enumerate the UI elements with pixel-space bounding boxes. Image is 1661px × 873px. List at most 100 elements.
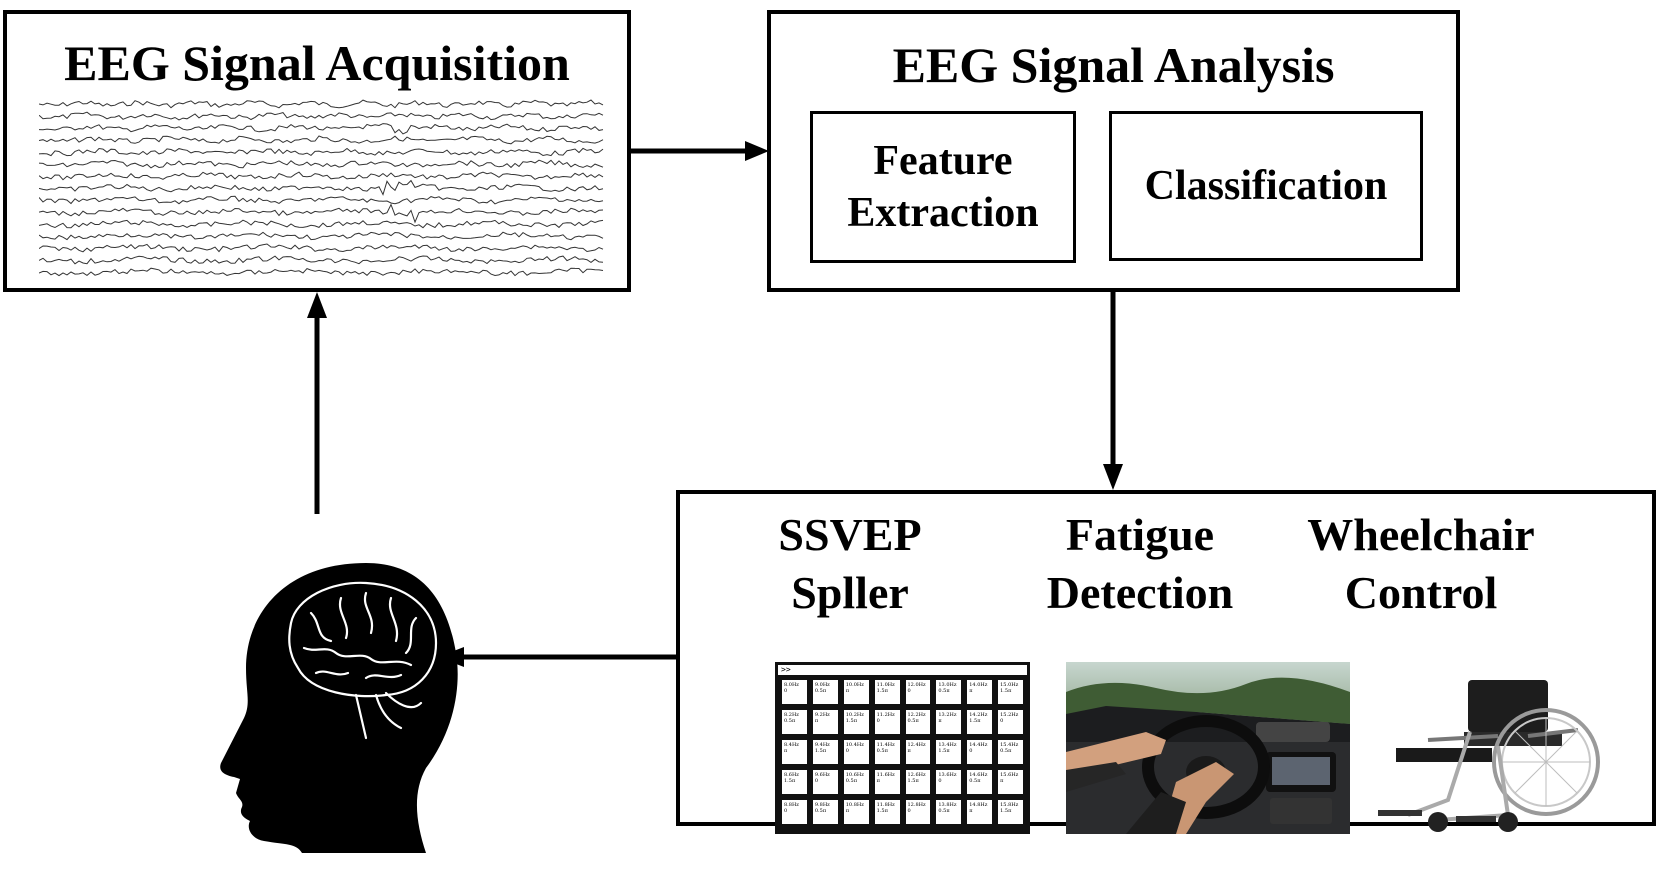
speller-cell-frequency: 12.8Hz: [907, 802, 926, 808]
speller-cell-frequency: 10.0Hz: [845, 682, 864, 688]
eeg-trace: [39, 123, 604, 135]
speller-cell-phase: 1.5π: [876, 688, 888, 694]
speller-cell-frequency: 14.2Hz: [969, 712, 988, 718]
speller-cell-frequency: 10.2Hz: [845, 712, 864, 718]
app-wheelchair-line1: Wheelchair: [1307, 509, 1535, 560]
speller-cell-phase: 0: [938, 778, 942, 784]
speller-cell-frequency: 11.4Hz: [876, 742, 895, 748]
speller-cell-frequency: 9.6Hz: [814, 772, 830, 778]
speller-cell-frequency: 8.2Hz: [784, 712, 799, 718]
speller-cell-phase: 0: [969, 748, 973, 754]
speller-cell-frequency: 13.0Hz: [938, 682, 957, 688]
arrow-applications-to-head: [438, 647, 678, 667]
eeg-trace: [39, 267, 604, 277]
speller-cell-phase: 0: [876, 718, 880, 724]
speller-cell-phase: π: [845, 688, 850, 694]
speller-cell-phase: 1.5π: [907, 778, 919, 784]
speller-cell-frequency: 8.4Hz: [784, 742, 799, 748]
eeg-trace: [39, 159, 604, 169]
speller-cell-phase: 1.5π: [1000, 808, 1012, 814]
eeg-trace: [39, 219, 604, 229]
speller-cell-phase: π: [1000, 778, 1004, 784]
eeg-trace: [39, 171, 604, 181]
speller-cell-frequency: 15.6Hz: [1000, 772, 1019, 778]
speller-cell-phase: π: [784, 748, 788, 754]
speller-cell-phase: 0.5π: [845, 778, 857, 784]
speller-cell-frequency: 14.0Hz: [969, 682, 988, 688]
speller-cell-frequency: 14.4Hz: [969, 742, 988, 748]
feature-label-line1: Feature: [873, 137, 1013, 184]
classification-box: Classification: [1109, 111, 1423, 261]
speller-cell-frequency: 8.8Hz: [784, 802, 799, 808]
eeg-waveform-icon: [39, 99, 604, 277]
eeg-trace: [39, 179, 604, 196]
speller-cell-phase: π: [938, 718, 942, 724]
head-brain-icon: [220, 563, 458, 853]
speller-cell-frequency: 15.8Hz: [1000, 802, 1019, 808]
speller-cell-frequency: 12.6Hz: [907, 772, 926, 778]
speller-cell-frequency: 11.8Hz: [876, 802, 895, 808]
speller-cell-frequency: 13.8Hz: [938, 802, 957, 808]
speller-cell-frequency: 11.0Hz: [876, 682, 895, 688]
acquisition-title: EEG Signal Acquisition: [64, 35, 570, 91]
app-fatigue-line1: Fatigue: [1065, 509, 1215, 560]
speller-cell-phase: 0.5π: [784, 718, 796, 724]
speller-cell-phase: π: [845, 808, 850, 814]
speller-cell-phase: 0.5π: [876, 748, 888, 754]
speller-cell-phase: 0: [845, 748, 849, 754]
speller-cell-frequency: 8.0Hz: [784, 682, 799, 688]
speller-cell-phase: π: [814, 718, 819, 724]
speller-cell-frequency: 13.2Hz: [938, 712, 957, 718]
feature-extraction-box: Feature Extraction: [810, 111, 1076, 263]
app-label-wheelchair: Wheelchair Control: [1286, 506, 1556, 622]
app-label-ssvep: SSVEP Spller: [740, 506, 960, 622]
eeg-trace: [39, 203, 604, 224]
arrow-acquisition-to-analysis: [631, 141, 769, 161]
speller-cell-phase: 0: [907, 688, 911, 694]
eeg-trace: [39, 135, 604, 145]
speller-cell-phase: 0: [907, 808, 911, 814]
speller-cell-frequency: 12.0Hz: [907, 682, 926, 688]
speller-cell-phase: 1.5π: [784, 778, 796, 784]
arrow-analysis-to-applications: [1103, 292, 1123, 490]
feature-label-line2: Extraction: [847, 190, 1039, 236]
speller-cell-frequency: 10.4Hz: [845, 742, 864, 748]
speller-cell-phase: 0: [784, 688, 788, 694]
eeg-trace: [39, 231, 604, 241]
speller-cell-phase: 1.5π: [876, 808, 888, 814]
speller-cell-phase: 0.5π: [938, 808, 950, 814]
acquisition-box: EEG Signal Acquisition: [3, 10, 631, 292]
app-wheelchair-line2: Control: [1344, 567, 1498, 618]
speller-cell-phase: 0.5π: [1000, 748, 1012, 754]
speller-cell-phase: 0: [1000, 718, 1004, 724]
